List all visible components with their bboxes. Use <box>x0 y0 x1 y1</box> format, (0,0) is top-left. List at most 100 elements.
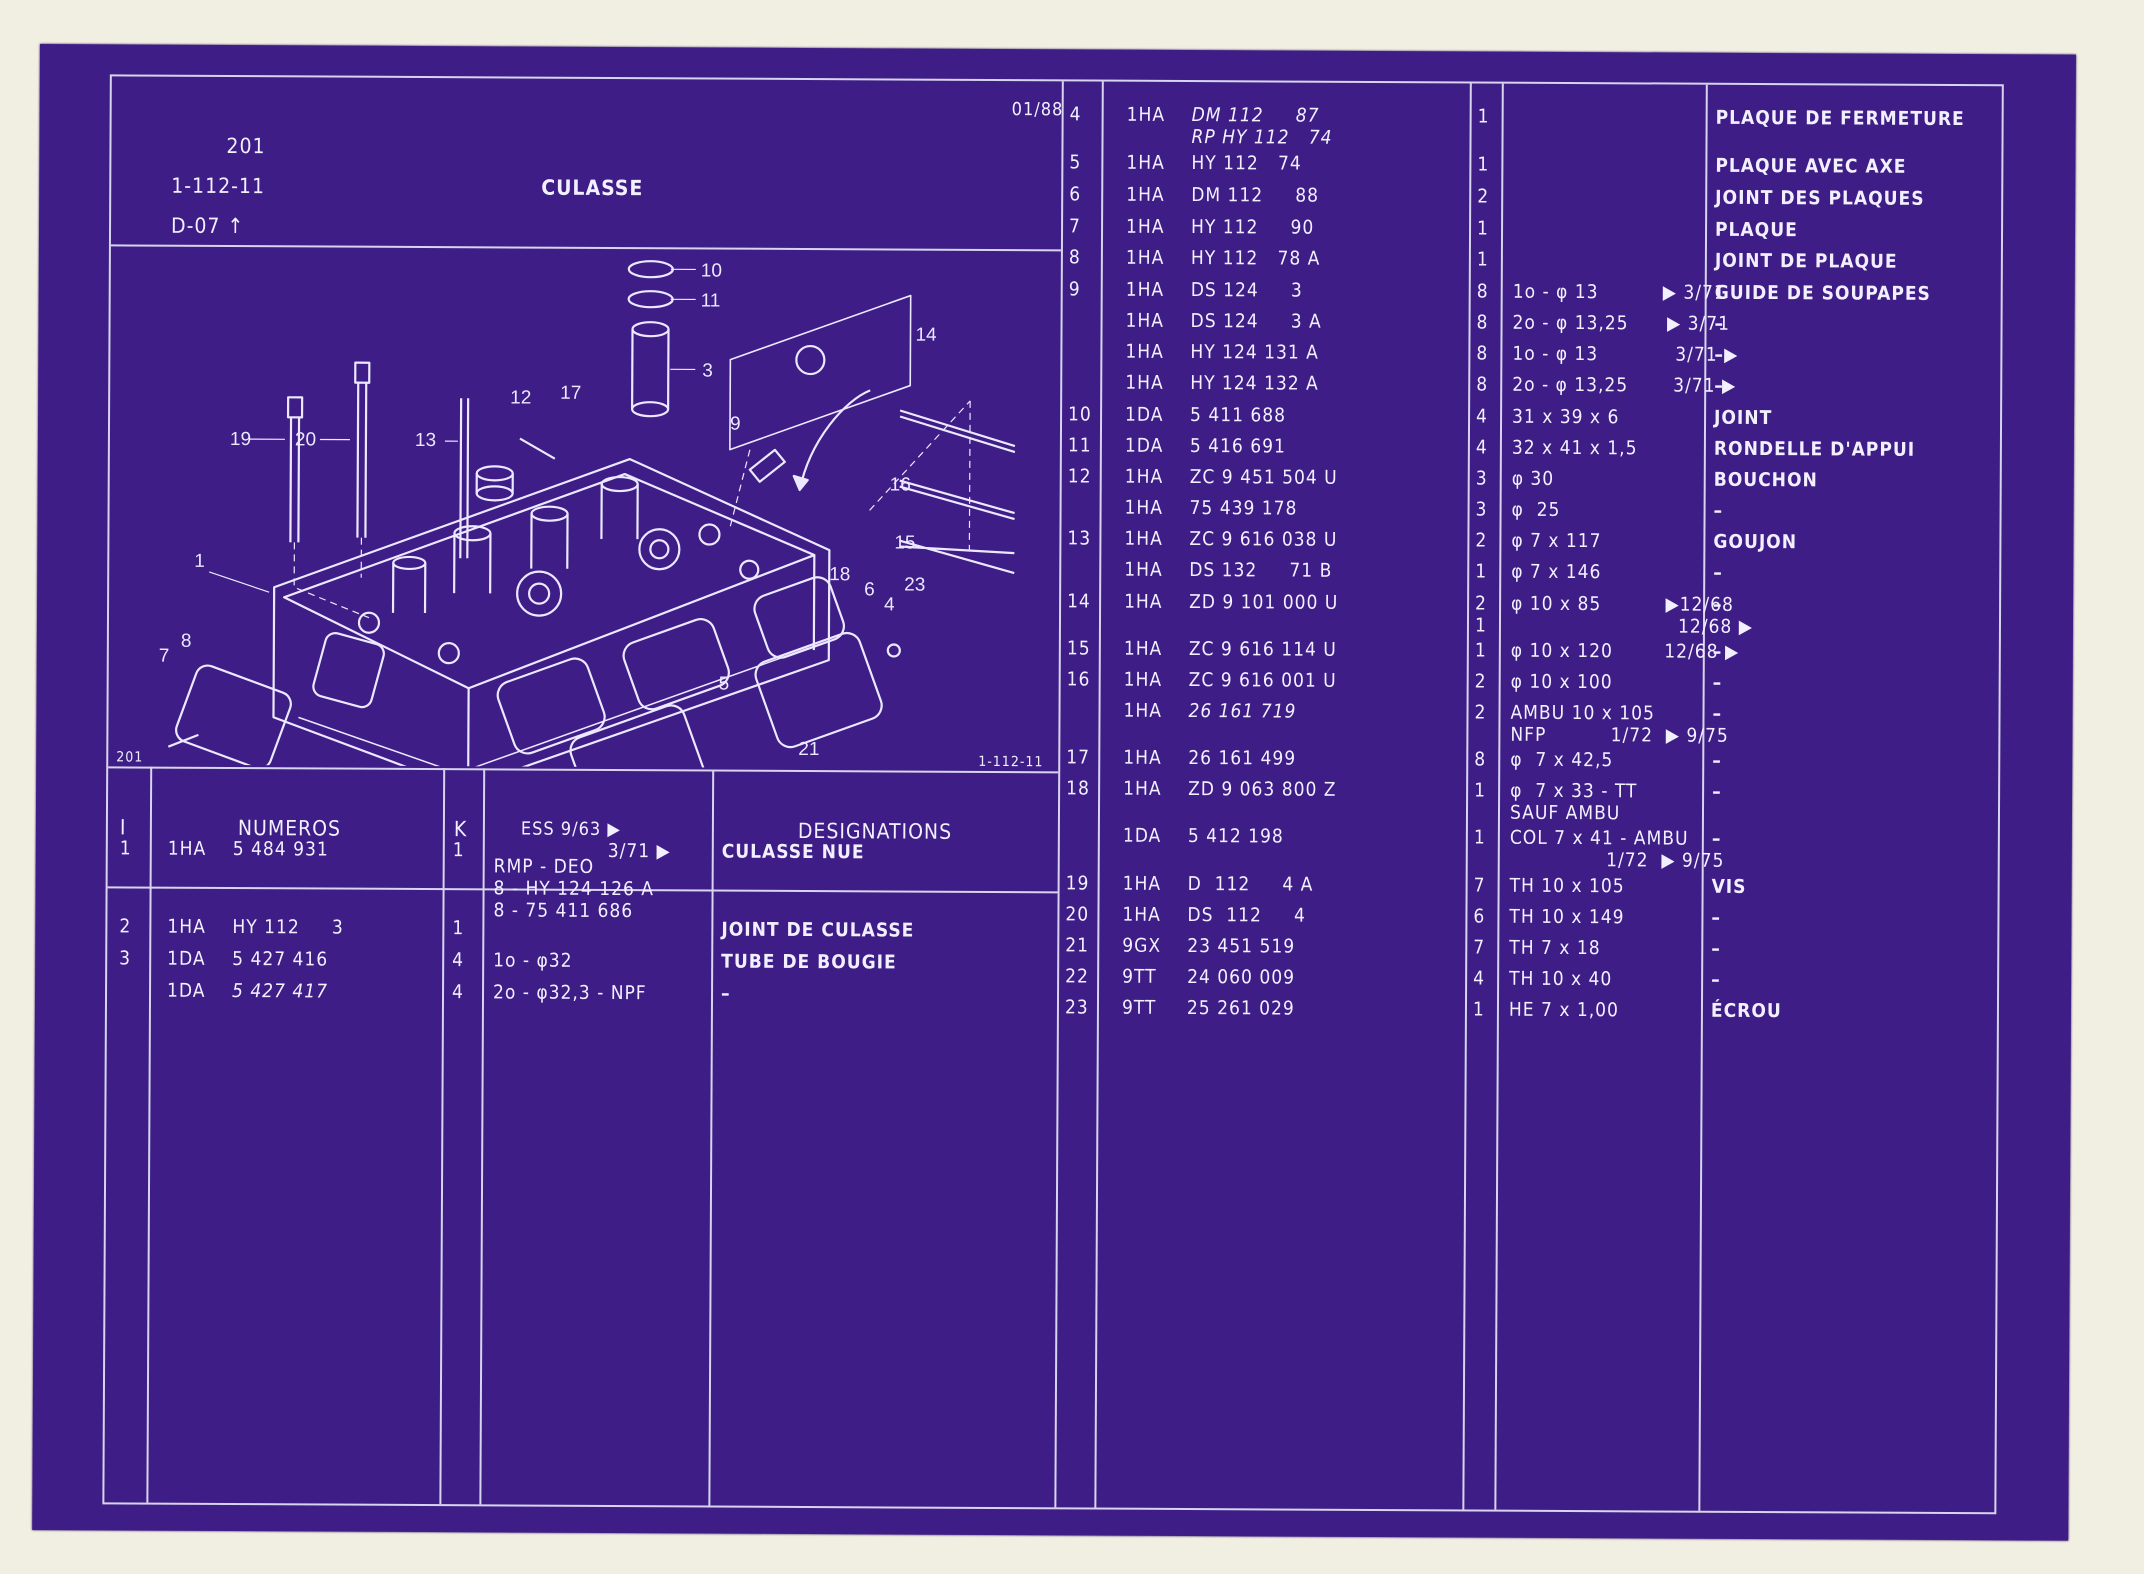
row-remark: 1o - φ32 <box>493 949 573 972</box>
callout-1: 1 <box>194 551 205 572</box>
row-number: DS 132 71 B <box>1189 559 1333 582</box>
row-prefix: 1DA <box>1122 824 1162 847</box>
diagram-caption-right: 1-112-11 <box>978 753 1044 771</box>
row-remark: 2o - φ 13,25 3/71 ▶ <box>1512 373 1737 397</box>
row-designation: GUIDE DE SOUPAPES <box>1714 281 1931 305</box>
row-index: 1 <box>119 837 132 860</box>
row-number: ZC 9 616 001 U <box>1188 669 1337 692</box>
row-number: 5 412 198 <box>1187 825 1284 848</box>
row-k: 1 <box>1476 217 1489 240</box>
row-index: 2 <box>119 915 132 938</box>
callout-9: 9 <box>730 414 741 435</box>
row-designation: PLAQUE AVEC AXE <box>1715 154 1907 178</box>
callout-6: 6 <box>864 579 875 600</box>
cover-plate-4 <box>754 631 883 749</box>
row-number: ZD 9 063 800 Z <box>1188 778 1337 801</box>
row-number: HY 124 132 A <box>1190 372 1319 395</box>
row-designation: BOUCHON <box>1713 468 1818 492</box>
row-number: HY 112 78 A <box>1190 247 1321 270</box>
row-k: 8 <box>1474 748 1487 771</box>
row-k: 1 <box>452 839 465 862</box>
cylinder-head-outline <box>272 457 831 770</box>
row-k: 4 <box>1475 436 1488 459</box>
row-index: 16 <box>1066 668 1091 691</box>
row-designation: – <box>1714 374 1724 397</box>
row-k: 8 <box>1476 373 1489 396</box>
row-number: HY 112 90 <box>1190 216 1315 239</box>
row-remark: φ 10 x 120 12/68 ▶ <box>1510 639 1740 663</box>
row-prefix: 1HA <box>1124 590 1163 613</box>
row-designation: TUBE DE BOUGIE <box>721 950 897 974</box>
row-k: 4 <box>451 981 464 1004</box>
row-remark: TH 10 x 40 <box>1509 967 1613 991</box>
row-remark: 32 x 41 x 1,5 <box>1511 436 1638 460</box>
row-k: 1 <box>1474 639 1487 662</box>
row-prefix: 1HA <box>1123 637 1163 660</box>
row-remark: TH 7 x 18 <box>1509 936 1601 960</box>
row-remark: TH 10 x 149 <box>1509 905 1625 929</box>
row-k: 2 <box>1474 701 1487 724</box>
row-number: DS 112 4 <box>1187 904 1307 927</box>
row-number: DM 112 87 RP HY 112 74 <box>1191 104 1333 149</box>
col-line <box>479 768 486 1505</box>
row-k: 8 <box>1476 311 1489 334</box>
table-frame: 201 1-112-11 D-07 ↑ CULASSE 01/88 I NUME… <box>102 74 2004 1515</box>
callout-3: 3 <box>702 360 713 381</box>
row-number: 75 439 178 <box>1189 497 1298 520</box>
row-prefix: 9TT <box>1122 965 1157 988</box>
row-designation: PLAQUE <box>1714 218 1798 242</box>
row-remark: 2o - φ32,3 - NPF <box>492 981 647 1005</box>
row-designation: – <box>1712 671 1723 694</box>
row-prefix: 1HA <box>1123 668 1163 691</box>
ring-10 <box>627 260 674 279</box>
callout-8: 8 <box>181 631 192 652</box>
row-number: ZC 9 616 114 U <box>1188 638 1337 661</box>
col-line <box>146 766 153 1503</box>
col-line <box>1094 81 1104 1508</box>
row-k: 1 <box>1472 998 1485 1021</box>
ring-11 <box>627 290 674 309</box>
row-prefix: 1HA <box>1124 527 1163 550</box>
row-designation: – <box>1711 827 1722 850</box>
row-designation: VIS <box>1711 875 1747 898</box>
callout-15: 15 <box>894 532 915 553</box>
cylinder-head-top <box>283 472 816 690</box>
cover-plate-7 <box>175 664 292 770</box>
row-designation: – <box>1711 906 1722 929</box>
row-designation: – <box>1714 343 1725 366</box>
col-line <box>1494 83 1504 1510</box>
row-number: 5 416 691 <box>1189 435 1286 458</box>
row-index: 12 <box>1067 465 1092 488</box>
row-index: 21 <box>1065 934 1090 957</box>
row-k: 1 <box>1473 826 1486 849</box>
row-number: DS 124 3 <box>1190 279 1303 302</box>
callout-18: 18 <box>829 564 850 585</box>
issue-date: 01/88 <box>1011 99 1064 121</box>
row-remark: φ 10 x 100 <box>1510 670 1613 694</box>
row-k: 1 <box>1477 153 1490 176</box>
row-prefix: 1HA <box>1126 103 1166 126</box>
page-title: CULASSE <box>541 175 644 201</box>
callout-20: 20 <box>295 429 316 450</box>
row-number: DS 124 3 A <box>1190 310 1322 333</box>
row-remark: 1o - φ 13 3/71 ▶ <box>1512 342 1739 366</box>
row-designation: – <box>1712 640 1723 663</box>
row-index: 9 <box>1068 278 1081 301</box>
col-header-k: K <box>453 817 468 842</box>
row-index: 8 <box>1068 246 1081 269</box>
row-prefix: 1DA <box>1125 403 1164 426</box>
row-remark: 1o - φ 13 ▶ 3/71 <box>1512 280 1726 304</box>
row-prefix: 1HA <box>1124 465 1164 488</box>
page-number: 201 <box>226 133 266 159</box>
row-index: 14 <box>1067 590 1091 613</box>
row-index: 10 <box>1068 403 1092 426</box>
